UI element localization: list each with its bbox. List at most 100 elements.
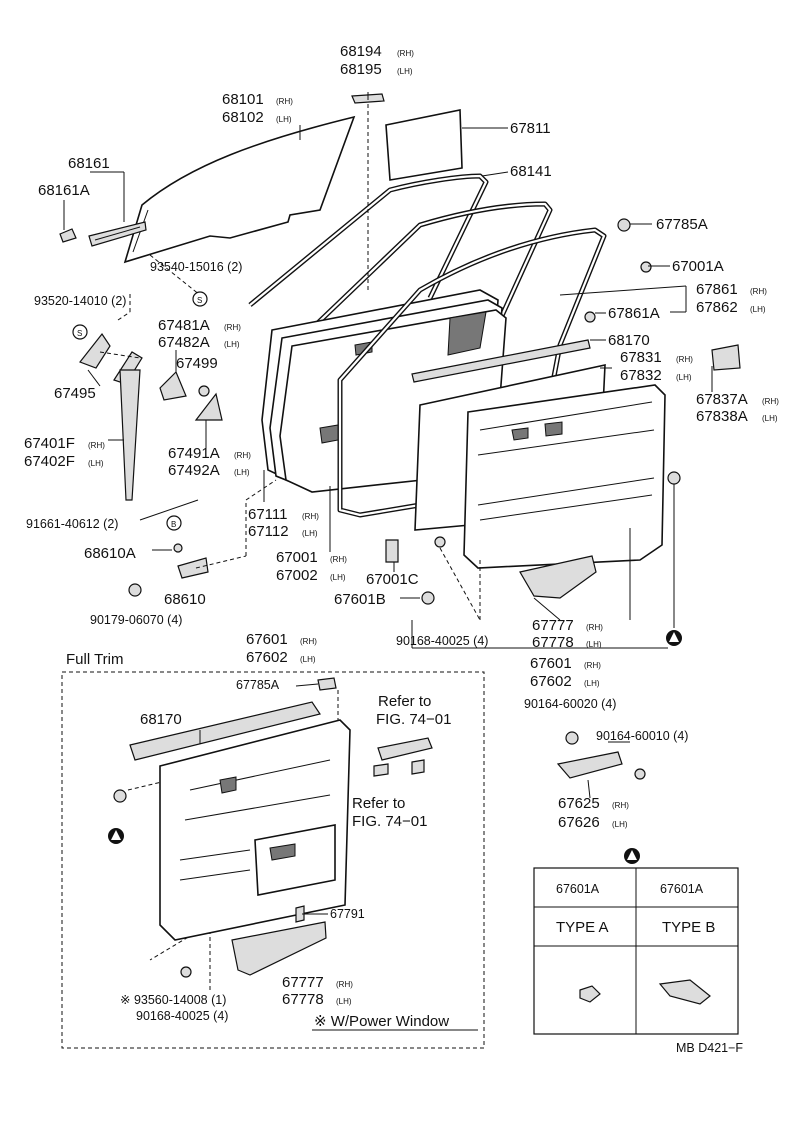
part-67777-door-trim-panel [463,384,666,569]
label-67601-right: 67601 [530,655,572,672]
label-67112-lh: (LH) [302,529,318,538]
part-refer-switch [373,737,433,777]
symbol-s-lower: S [72,324,88,340]
label-68610A: 68610A [84,545,136,562]
label-refer1-line2: FIG. 74−01 [376,711,451,728]
label-67492A: 67492A [168,462,220,479]
table-col1-type: TYPE A [556,919,609,936]
label-67001A: 67001A [672,258,724,275]
symbol-b-text: B [171,520,176,529]
label-67499: 67499 [176,355,218,372]
label-68195-lh: (LH) [397,67,413,76]
label-67862-lh: (LH) [750,305,766,314]
label-67491A-rh: (RH) [234,451,251,460]
table-col1-part: 67601A [556,882,600,896]
triangle-marker-lower [108,828,124,844]
label-67495: 67495 [54,385,96,402]
label-68101-rh: (RH) [276,97,293,106]
label-67001C: 67001C [366,571,419,588]
triangle-marker-upper [666,630,682,646]
label-67831: 67831 [620,349,662,366]
symbol-s-upper: S [192,291,208,307]
label-67777b: 67777 [282,974,324,991]
part-68101-door-glass [123,115,356,264]
part-full-trim-panel [159,719,351,941]
label-68170-lower: 68170 [140,711,182,728]
label-67626: 67626 [558,814,600,831]
table-col2-type: TYPE B [662,919,715,936]
label-67832: 67832 [620,367,662,384]
label-67602-right-lh: (LH) [584,679,600,688]
label-68610: 68610 [164,591,206,608]
label-67838A: 67838A [696,408,748,425]
label-67837A-rh: (RH) [762,397,779,406]
part-67401F-run-channel [119,369,141,501]
footer-code: MB D421−F [676,1041,743,1055]
label-67491A: 67491A [168,445,220,462]
label-93540: 93540-15016 (2) [150,260,242,274]
label-67482A-lh: (LH) [224,340,240,349]
label-90168a: 90168-40025 (4) [396,634,488,648]
label-67001: 67001 [276,549,318,566]
full-trim-leaders [199,683,478,1031]
label-67602-upper: 67602 [246,649,288,666]
label-refer2-line1: Refer to [352,795,405,812]
label-68161A: 68161A [38,182,90,199]
label-67861: 67861 [696,281,738,298]
label-67401F: 67401F [24,435,75,452]
label-90164b: 90164-60010 (4) [596,729,688,743]
label-67402F: 67402F [24,453,75,470]
part-67111-door-body [261,289,507,493]
label-power-window: ※ W/Power Window [314,1013,449,1030]
label-67861-rh: (RH) [750,287,767,296]
part-68170-belt-moulding [411,339,591,383]
part-68161-channel [59,221,147,247]
label-refer1-line1: Refer to [378,693,431,710]
label-67481A: 67481A [158,317,210,334]
label-68195: 68195 [340,61,382,78]
label-67602-upper-lh: (LH) [300,655,316,664]
triangle-marker-table [624,848,640,864]
part-67811-pad [385,109,463,181]
label-67601B: 67601B [334,591,386,608]
type-a-clip-icon [579,985,601,1003]
label-67791: 67791 [330,907,365,921]
label-93520: 93520-14010 (2) [34,294,126,308]
part-67837A-corner [711,344,741,371]
part-67777-armrest [519,555,597,599]
label-67831-rh: (RH) [676,355,693,364]
symbol-s-upper-text: S [197,296,202,305]
table-col2-part: 67601A [660,882,704,896]
fasteners [128,218,681,780]
part-labels: 68194 (RH) 68195 (LH) 68101 (RH) 68102 (… [24,43,779,1055]
type-b-clip-icon [658,979,711,1005]
label-67625-rh: (RH) [612,801,629,810]
label-67626-lh: (LH) [612,820,628,829]
label-67861A: 67861A [608,305,660,322]
label-67778a: 67778 [532,634,574,651]
full-trim-fasteners [113,789,305,978]
label-67862: 67862 [696,299,738,316]
label-68101: 68101 [222,91,264,108]
label-67785A-lower: 67785A [236,678,280,692]
part-67625-handle [556,751,623,779]
label-67112: 67112 [248,523,289,540]
part-68141-weatherstrip [248,173,553,342]
label-67111-rh: (RH) [302,512,319,521]
label-68170: 68170 [608,332,650,349]
label-67777a-rh: (RH) [586,623,603,632]
label-refer2-line2: FIG. 74−01 [352,813,427,830]
part-67001C-bracket [385,539,399,563]
label-67837A: 67837A [696,391,748,408]
symbol-b: B [166,515,182,531]
label-67777b-rh: (RH) [336,980,353,989]
label-91661: 91661-40612 (2) [26,517,118,531]
label-67832-lh: (LH) [676,373,692,382]
label-67601-upper-rh: (RH) [300,637,317,646]
label-68194-rh: (RH) [397,49,414,58]
label-67777a: 67777 [532,617,574,634]
label-67602-right: 67602 [530,673,572,690]
label-67482A: 67482A [158,334,210,351]
label-67601-upper: 67601 [246,631,288,648]
